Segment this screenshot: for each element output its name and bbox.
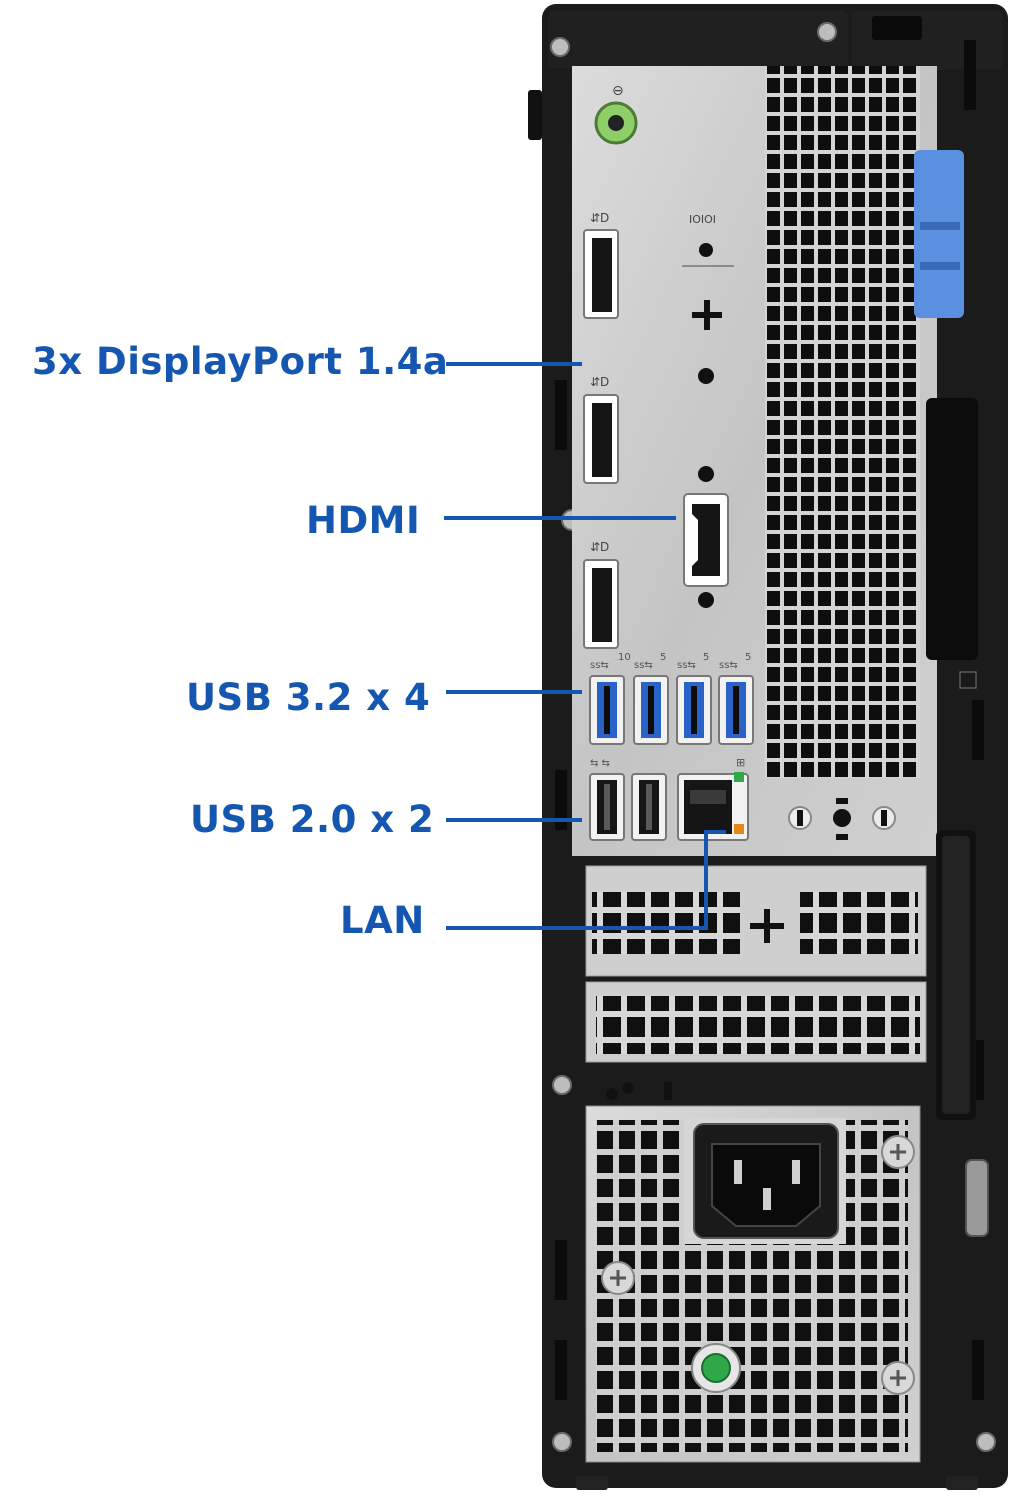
- usb20-port-1[interactable]: [589, 773, 625, 841]
- displayport-icon: ⇵D: [590, 375, 609, 389]
- leader-lan: [446, 830, 726, 930]
- usb-speed-label: 5: [703, 652, 709, 663]
- usb-ss-icon: ss⇆: [634, 660, 653, 671]
- knockout-hole: [698, 368, 714, 384]
- side-lever[interactable]: [965, 1159, 989, 1237]
- knockout-hole: [698, 466, 714, 482]
- label-lan: LAN: [340, 899, 425, 942]
- expansion-slot-2: [585, 981, 927, 1063]
- displayport-3[interactable]: [583, 559, 619, 649]
- usb32-port-2[interactable]: [633, 675, 669, 745]
- headset-icon: ⊖: [612, 83, 624, 99]
- usb-ss-icon: ss⇆: [677, 660, 696, 671]
- usb-speed-label: 5: [660, 652, 666, 663]
- usb-ss-icon: ss⇆: [719, 660, 738, 671]
- lan-port[interactable]: [677, 772, 749, 841]
- vent-grill: [765, 66, 920, 778]
- usb20-port-2[interactable]: [631, 773, 667, 841]
- small-holes: [606, 1082, 672, 1100]
- power-inlet-socket[interactable]: [693, 1123, 839, 1239]
- label-displayport: 3x DisplayPort 1.4a: [32, 340, 449, 383]
- displayport-icon: ⇵D: [590, 211, 609, 225]
- knockout-holes: [788, 798, 896, 840]
- displayport-2[interactable]: [583, 394, 619, 484]
- psu-screws: [601, 1135, 915, 1395]
- blue-latch-handle[interactable]: [914, 150, 964, 318]
- label-usb32: USB 3.2 x 4: [186, 676, 431, 719]
- displayport-1[interactable]: [583, 229, 619, 319]
- network-icon: ⊞: [736, 756, 745, 769]
- hdmi-port[interactable]: [683, 493, 729, 587]
- callout-lines: [444, 362, 726, 930]
- audio-jack[interactable]: [594, 101, 638, 145]
- displayport-icon: ⇵D: [590, 540, 609, 554]
- usb32-port-1[interactable]: [589, 675, 625, 745]
- label-usb20: USB 2.0 x 2: [190, 798, 435, 841]
- knockout-hole: [698, 592, 714, 608]
- lock-icon: [959, 671, 977, 689]
- side-handle: [926, 398, 978, 660]
- expansion-slot-1: [585, 865, 927, 977]
- plus-mark: [692, 300, 722, 330]
- usb32-port-4[interactable]: [718, 675, 754, 745]
- lan-activity-led: [734, 824, 744, 834]
- usb-speed-label: 10: [618, 652, 631, 663]
- lan-link-led: [734, 772, 744, 782]
- usb-speed-label: 5: [745, 652, 751, 663]
- label-hdmi: HDMI: [306, 499, 421, 542]
- usb-ss-icon: ss⇆: [590, 660, 609, 671]
- knockout-hole: [699, 243, 713, 257]
- serial-icon: IOIOI: [689, 213, 716, 226]
- usb32-port-3[interactable]: [676, 675, 712, 745]
- psu-test-led: [691, 1343, 741, 1393]
- usb-icon: ⇆ ⇆: [590, 758, 610, 769]
